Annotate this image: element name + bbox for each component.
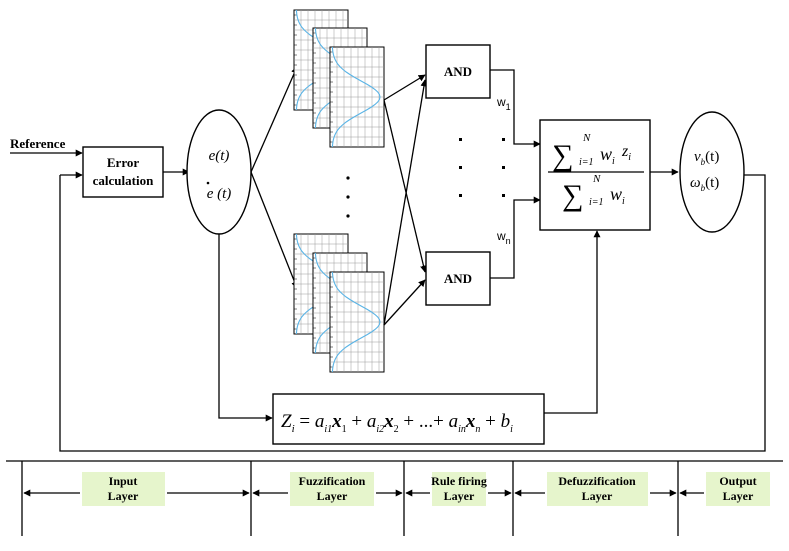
linear-equation: Zi = ai1x1 + ai2x2 + ...+ ainxn + bi [281,411,513,435]
layer-output-line2: Layer [723,489,754,503]
rule-ellipsis [459,138,505,197]
layer-input-line2: Layer [108,489,139,503]
mf-ellipsis-dot [346,176,350,180]
mf-ellipsis-dot [346,195,350,199]
sum-symbol: ∑ [552,139,573,172]
error-block-line1: Error [107,155,139,170]
error-node [186,109,252,235]
mf-ellipsis-dot [346,214,350,218]
error-to-linear-arrow [218,234,273,422]
layer-label-bg-output [706,472,770,506]
mf-top-to-and-bottom-arrow [383,99,427,273]
output-feedback-line [59,174,766,452]
layer-label-bg-rule [432,472,486,506]
and-block-top [425,44,491,99]
mf-top-to-and-top-arrow [383,74,426,101]
denominator-w: wi [610,184,625,207]
linear-equation-block [272,393,545,445]
layer-label-bg-input [82,472,165,506]
layer-label-bg-fuzz [290,472,374,506]
denominator-lower: i=1 [589,197,604,208]
output-v-label: vb(t) [694,149,719,167]
numerator-w: wi [600,144,615,167]
mf-bottom-to-and-top-arrow [383,79,428,326]
layer-fuzz-line1: Fuzzification [299,474,366,488]
mf-bottom-to-and-bottom-arrow [383,279,426,326]
and-top-to-defuzz-arrow [490,69,541,148]
weight-w1-label: w1 [496,95,511,112]
error-edot-label: e (t) [207,186,232,202]
denominator-upper: N [592,173,601,185]
error-to-mf-bottom-arrow [250,171,298,289]
layer-label-bg-defuzz [547,472,648,506]
and-block-bottom [425,251,491,306]
layer-defuzz-line1: Defuzzification [558,474,636,488]
reference-label: Reference [10,136,66,151]
layer-defuzz-line2: Layer [582,489,613,503]
defuzzification-block [539,119,651,231]
mf-panel [329,46,385,148]
numerator-z: zi [621,143,631,163]
layer-fuzz-line2: Layer [317,489,348,503]
output-omega-label: ωb(t) [690,175,719,193]
edot-dot [206,181,210,185]
mf-panel [329,271,385,373]
error-to-mf-top-arrow [250,66,298,173]
and-bottom-to-defuzz-arrow [490,196,541,279]
weight-wn-label: wn [496,229,511,246]
layer-rule-line2: Layer [444,489,475,503]
denominator-sum: ∑ [562,179,583,212]
sum-upper: N [582,132,591,144]
error-block-line2: calculation [93,173,154,188]
layer-input-line1: Input [109,474,138,488]
layer-output-line1: Output [719,474,756,488]
and-top-label: AND [444,64,472,79]
mf-stack-top [293,9,385,148]
mf-stack-bottom [293,233,385,373]
defuzz-formula: ∑ N i=1 wi zi ∑ N i=1 wi [548,132,644,212]
sum-lower: i=1 [579,157,594,168]
output-node [679,111,745,233]
layer-rule-line1: Rule firing [431,474,487,488]
layer-dividers [21,461,679,536]
linear-to-defuzz-arrow [544,230,601,414]
error-e-label: e(t) [209,148,230,164]
and-bottom-label: AND [444,271,472,286]
